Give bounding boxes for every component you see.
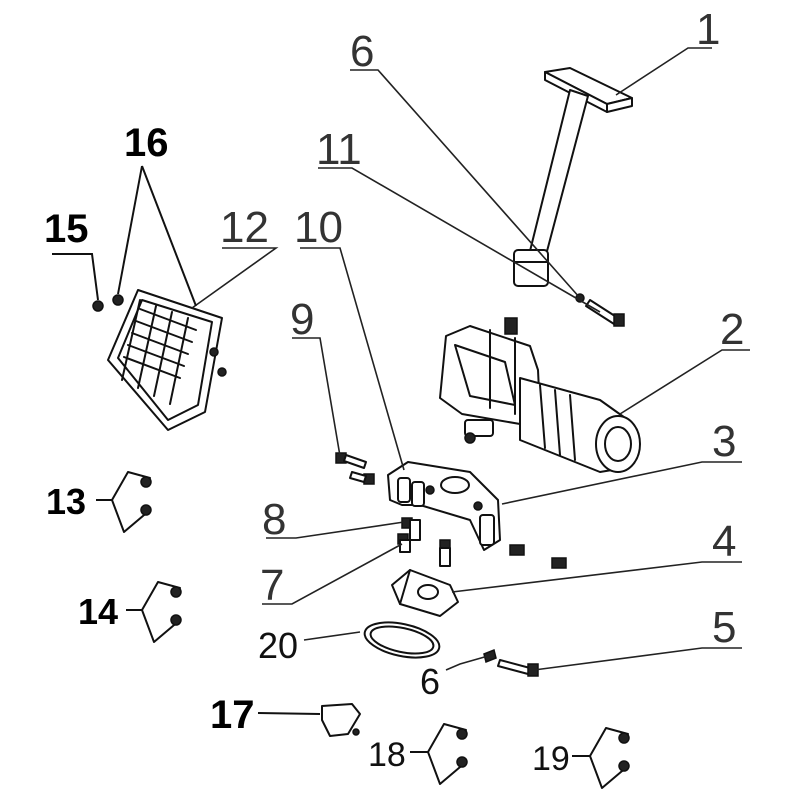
callout-13: 13 [46,481,86,522]
part-11-bolt-upper [585,299,625,327]
part-6-washer-lower [483,648,497,664]
callout-labels: 1 6 11 16 15 12 10 9 2 3 13 8 4 7 14 5 2… [44,5,744,778]
callout-6-top: 6 [350,27,374,76]
callout-17: 17 [210,693,255,737]
callout-11: 11 [316,125,362,174]
part-4-clamp-block [391,569,459,617]
part-5-bolt [497,659,539,677]
callout-1: 1 [696,5,720,54]
callout-2: 2 [720,305,744,354]
callout-12: 12 [220,203,269,252]
callout-8: 8 [262,495,286,544]
part-3-bracket [387,461,501,551]
part-1-stand [513,67,633,287]
callout-20: 20 [258,625,298,666]
callout-14: 14 [78,591,118,632]
callout-9: 9 [290,295,314,344]
part-15-screw [92,300,104,312]
callout-10: 10 [294,203,343,252]
callout-18: 18 [368,736,406,774]
part-14-clip [141,581,182,643]
part-7-bolt [397,533,567,569]
callout-5: 5 [712,603,736,652]
part-12-panel [107,289,227,431]
callout-16: 16 [124,121,169,165]
part-16-screw [112,294,124,306]
part-17-cover [321,703,361,737]
callout-4: 4 [712,517,736,566]
leader-lines [52,47,750,757]
part-19-clip [589,727,630,789]
part-18-clip [427,723,468,785]
callout-19: 19 [532,740,570,778]
part-20-ring [363,621,441,659]
callout-3: 3 [712,417,736,466]
part-9-bolt [335,452,375,485]
callout-6-lower: 6 [420,661,440,702]
part-2-motor [439,317,641,473]
callout-7: 7 [260,561,284,610]
part-13-clip [111,471,152,533]
callout-15: 15 [44,207,89,251]
